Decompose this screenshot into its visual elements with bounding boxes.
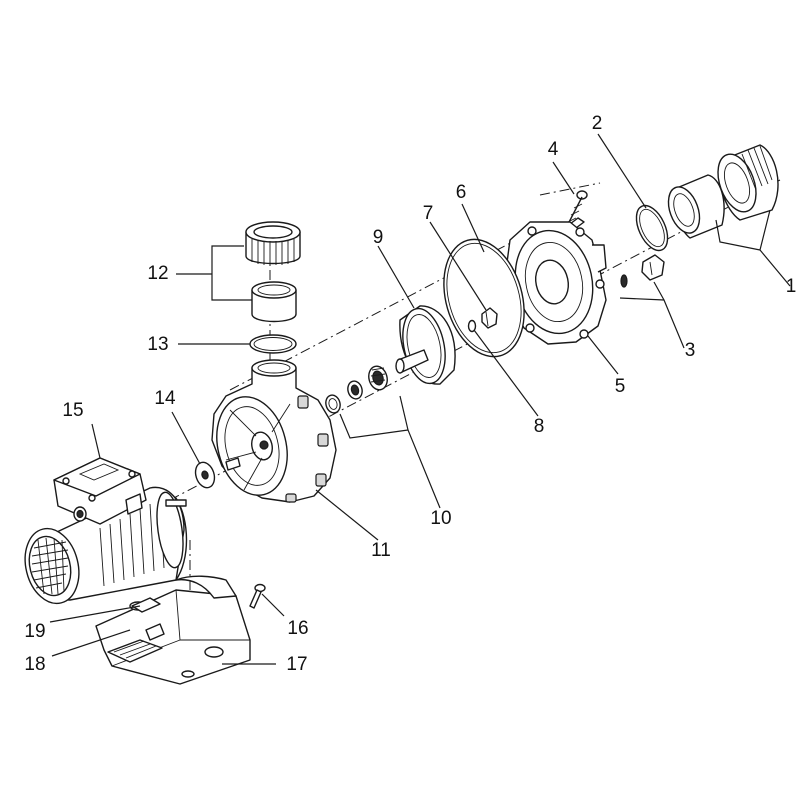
leader-lines <box>49 133 791 665</box>
leader-6 <box>461 203 485 253</box>
part-gasket <box>443 238 525 358</box>
leader-1 <box>715 209 791 287</box>
leader-18 <box>51 629 131 657</box>
seal-ring-middle <box>347 380 363 400</box>
part-o-ring-2 <box>635 204 669 252</box>
leader-10 <box>339 395 441 509</box>
label-part-16: 16 <box>287 618 308 639</box>
union-nut <box>717 144 779 221</box>
label-part-1: 1 <box>786 276 797 297</box>
label-part-5: 5 <box>615 376 626 397</box>
part-washer <box>467 319 477 333</box>
leader-16 <box>261 593 285 617</box>
terminal-box <box>53 457 147 525</box>
label-part-19: 19 <box>24 621 45 642</box>
label-part-3: 3 <box>685 340 696 361</box>
leader-15 <box>91 423 101 459</box>
part-pump-body <box>211 359 337 503</box>
part-pump-cover <box>505 221 607 345</box>
union-tail <box>667 174 725 239</box>
label-part-18: 18 <box>24 654 45 675</box>
seal-ring-inner <box>325 394 341 414</box>
part-deflector <box>194 461 216 489</box>
leader-2 <box>597 133 647 209</box>
label-part-6: 6 <box>456 182 467 203</box>
label-part-10: 10 <box>430 508 451 529</box>
label-part-8: 8 <box>534 416 545 437</box>
label-part-9: 9 <box>373 227 384 248</box>
label-part-7: 7 <box>423 203 434 224</box>
part-impeller-nut <box>481 307 498 329</box>
part-union-connector <box>667 144 779 239</box>
label-part-14: 14 <box>154 388 176 409</box>
leader-5 <box>587 335 619 375</box>
union-tail-top <box>251 281 297 323</box>
part-mechanical-seal <box>325 365 388 414</box>
leader-8 <box>473 329 539 417</box>
seal-ring-outer <box>368 365 388 391</box>
label-part-2: 2 <box>592 113 603 134</box>
leader-7 <box>429 221 487 311</box>
leader-14 <box>171 411 201 465</box>
label-part-13: 13 <box>147 334 168 355</box>
leader-11 <box>315 489 379 541</box>
part-foot-pad <box>107 639 163 663</box>
part-o-ring-13 <box>249 334 297 354</box>
leader-4 <box>552 161 575 195</box>
part-labels: 1 2 3 4 5 6 7 8 9 10 11 12 13 14 15 16 1… <box>24 113 796 675</box>
part-union-connector-top <box>245 221 301 323</box>
leader-3 <box>619 281 685 349</box>
part-foot-pad-small <box>131 597 161 613</box>
label-part-11: 11 <box>371 540 391 561</box>
part-motor-foot <box>95 575 251 685</box>
leader-19 <box>49 605 141 623</box>
part-screw-16 <box>249 583 266 609</box>
part-impeller <box>395 305 456 385</box>
label-part-12: 12 <box>147 263 168 284</box>
union-nut-top <box>245 221 301 265</box>
label-part-17: 17 <box>286 654 307 675</box>
part-drain-plug <box>620 254 665 288</box>
label-part-4: 4 <box>548 139 559 160</box>
label-part-15: 15 <box>62 400 83 421</box>
leader-12 <box>176 245 252 301</box>
leader-9 <box>377 245 415 309</box>
part-motor <box>24 457 188 605</box>
